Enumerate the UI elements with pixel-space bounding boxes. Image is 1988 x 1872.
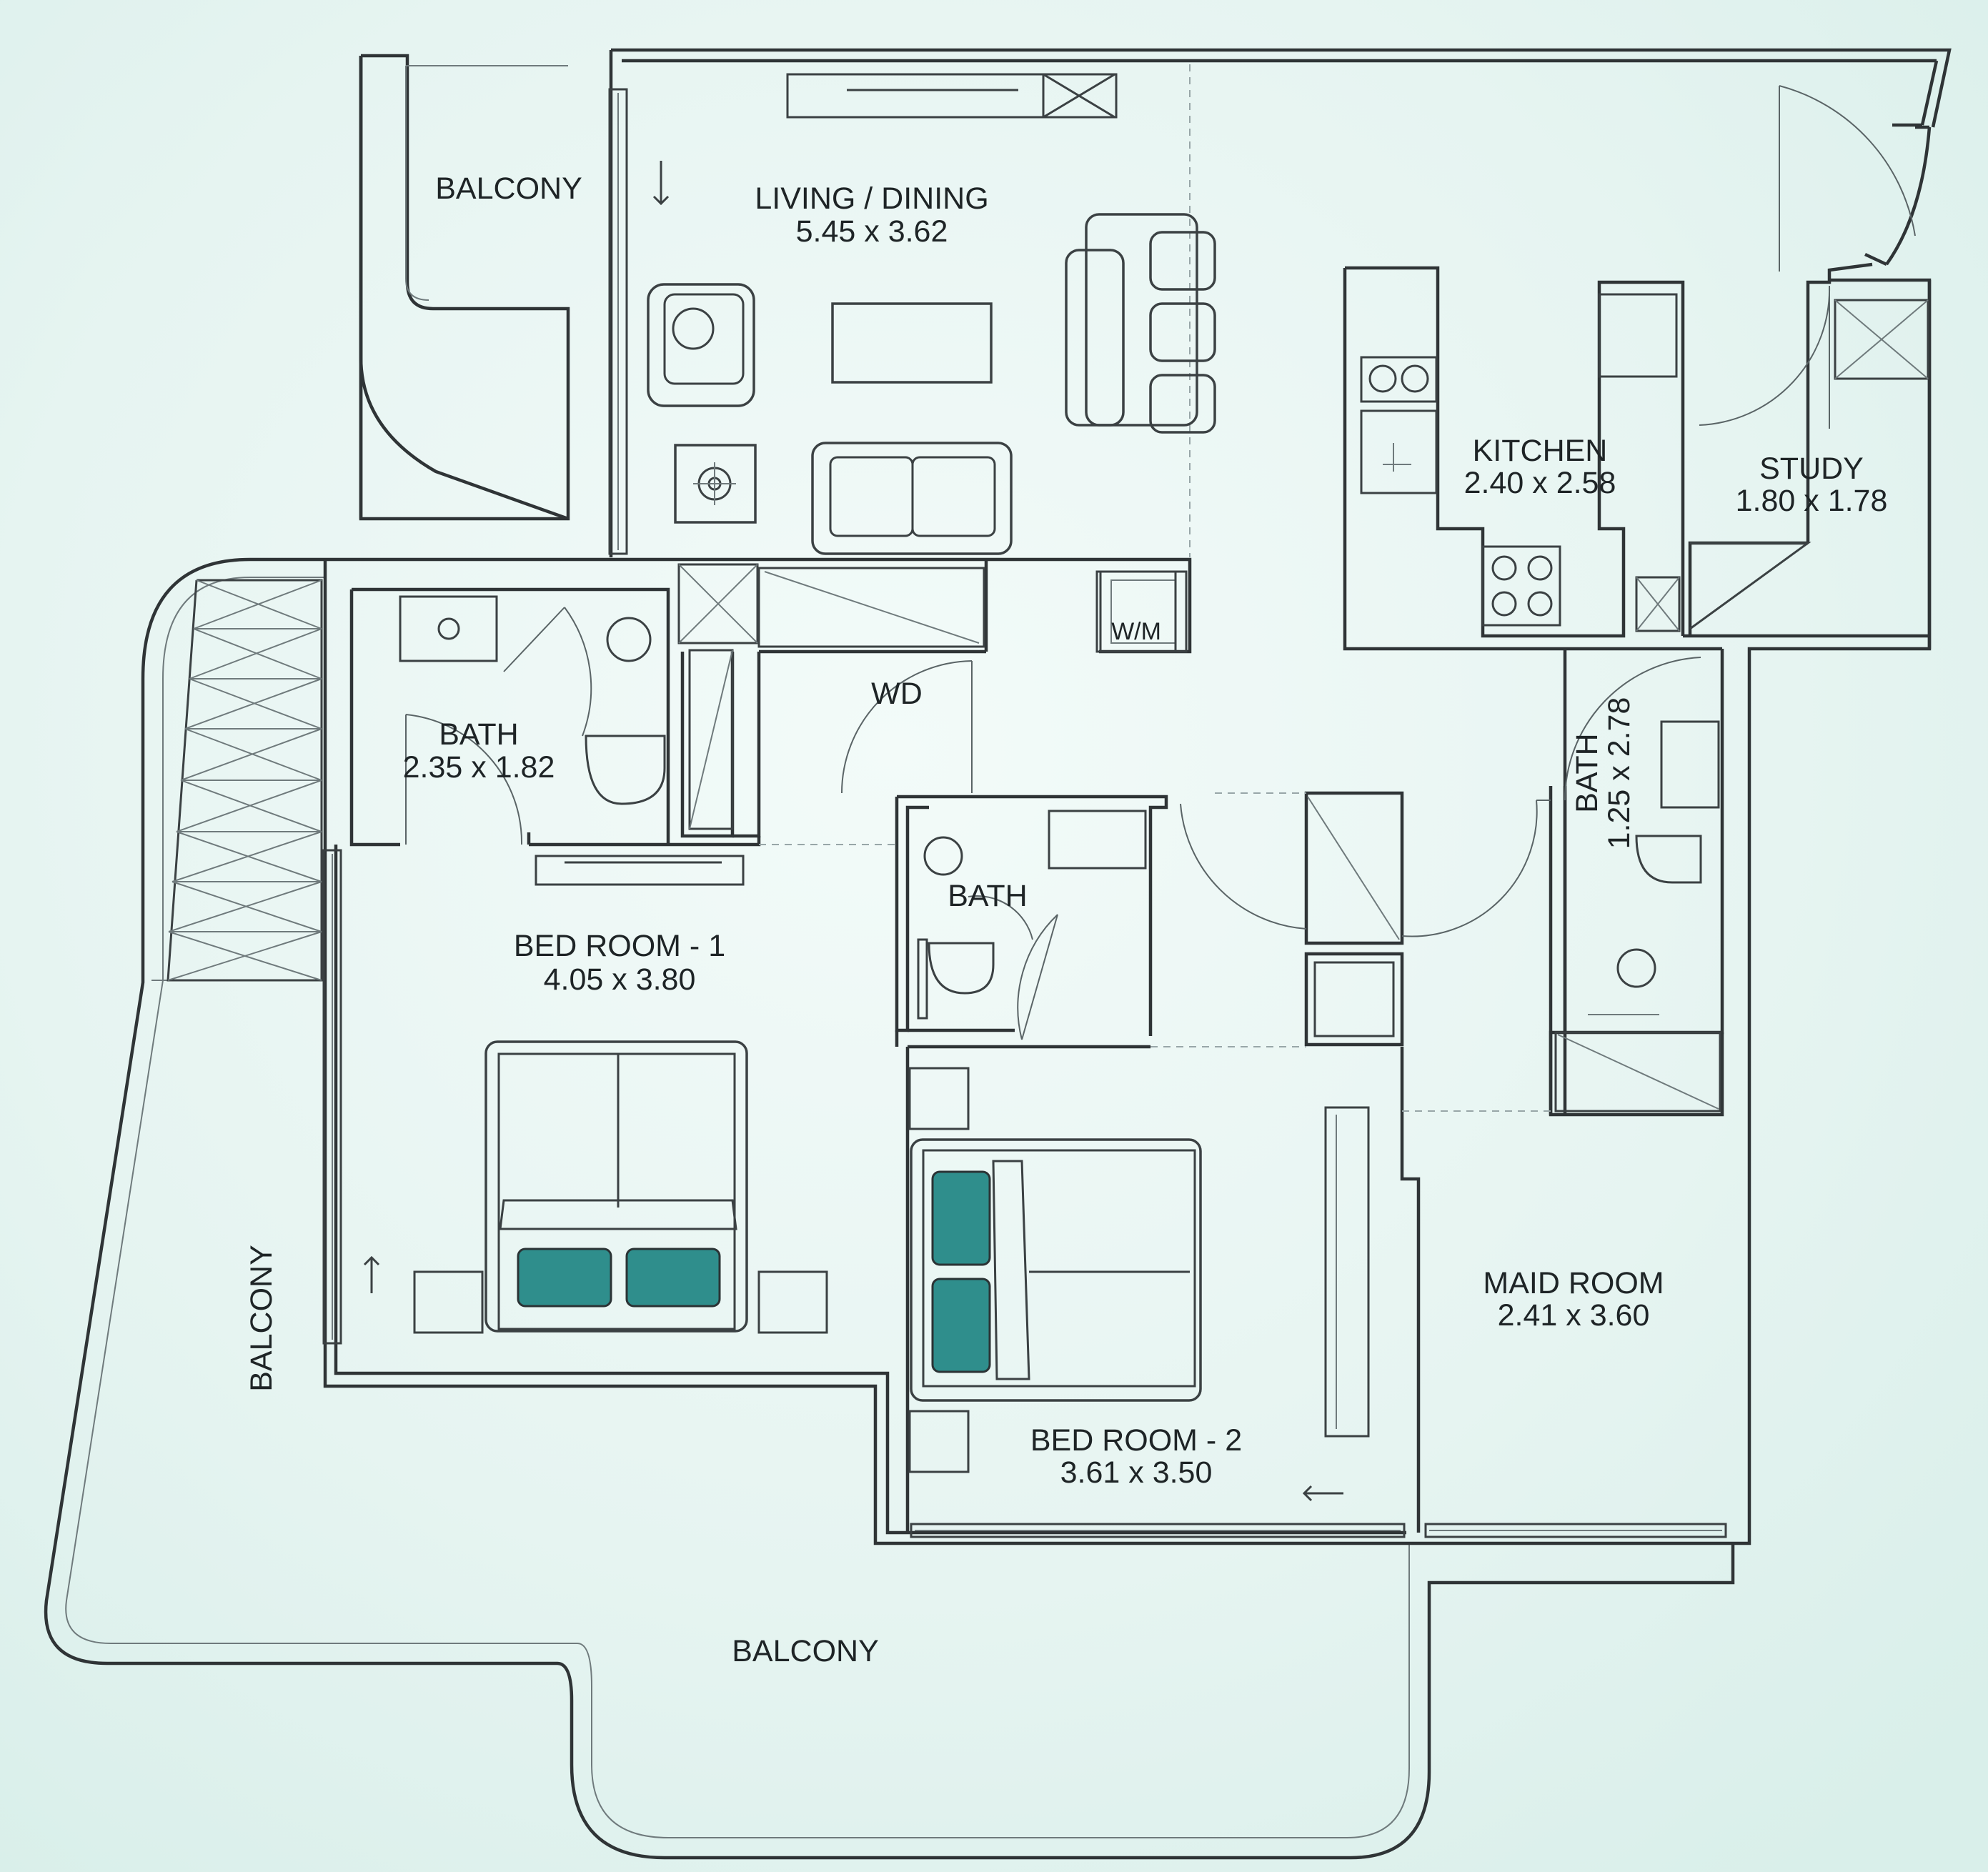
living-tv-unit (786, 73, 1118, 119)
coffee-table (831, 302, 993, 384)
bed2-bed (910, 1138, 1202, 1402)
wd-label: WD (871, 677, 923, 711)
planter-boxes (167, 579, 323, 982)
floor-lamp (674, 444, 757, 524)
armchair (647, 283, 755, 407)
bed2-arrow-icon (1302, 1485, 1343, 1502)
bed2-wardrobe (1324, 1106, 1370, 1438)
wm-label: W/M (1111, 618, 1161, 645)
living-name: LIVING / DINING (755, 181, 988, 216)
washing-machine (1095, 570, 1177, 653)
bath3-label: BATH 1.25 x 2.78 (1570, 697, 1636, 850)
windows (322, 88, 1727, 1538)
study-size: 1.80 x 1.78 (1736, 484, 1888, 518)
bed2-nightstand-top (908, 1067, 970, 1130)
kitchen-size: 2.40 x 2.58 (1464, 466, 1616, 500)
bed1-nightstand-left (413, 1270, 484, 1334)
kitchen-name: KITCHEN (1473, 434, 1608, 468)
zone-lines (759, 64, 1551, 1112)
bath1-name: BATH (439, 717, 519, 752)
living-arrow-icon (652, 161, 670, 206)
bed1-name: BED ROOM - 1 (514, 929, 725, 963)
door-swings (405, 85, 1916, 1040)
bed1-nightstand-right (757, 1270, 828, 1334)
balcony-left-label: BALCONY (244, 1245, 279, 1392)
balcony-top-walls (359, 54, 570, 521)
bed1-size: 4.05 x 3.80 (544, 962, 696, 997)
dining-set (1065, 213, 1216, 434)
bath2-name: BATH (948, 879, 1028, 913)
bath3-fixtures (1588, 720, 1720, 1015)
bath2-fixtures (917, 810, 1147, 1020)
sofa (811, 442, 1013, 555)
study-name: STUDY (1759, 452, 1864, 486)
maid-name: MAID ROOM (1483, 1266, 1664, 1300)
room-labels: BALCONY LIVING / DINING 5.45 x 3.62 KITC… (244, 171, 1887, 1668)
bed2-name: BED ROOM - 2 (1030, 1423, 1242, 1458)
balcony-bottom-label: BALCONY (732, 1634, 879, 1668)
bed2-nightstand-bottom (908, 1410, 970, 1473)
bath1-size: 2.35 x 1.82 (403, 750, 555, 785)
kitchen-fittings (1360, 293, 1681, 632)
apartment-walls (323, 48, 1952, 1545)
bed1-arrow-icon (363, 1255, 380, 1293)
maid-size: 2.41 x 3.60 (1498, 1298, 1650, 1333)
bath1-fixtures (399, 595, 745, 886)
bed1-bed (484, 1040, 748, 1333)
balcony-top-label: BALCONY (435, 171, 582, 206)
bed2-size: 3.61 x 3.50 (1060, 1455, 1213, 1490)
living-size: 5.45 x 3.62 (796, 214, 948, 249)
interior-walls (325, 266, 1929, 1533)
bath3-size: 1.25 x 2.78 (1602, 697, 1636, 850)
study-fittings (1689, 299, 1929, 630)
bath3-name: BATH (1570, 733, 1604, 813)
